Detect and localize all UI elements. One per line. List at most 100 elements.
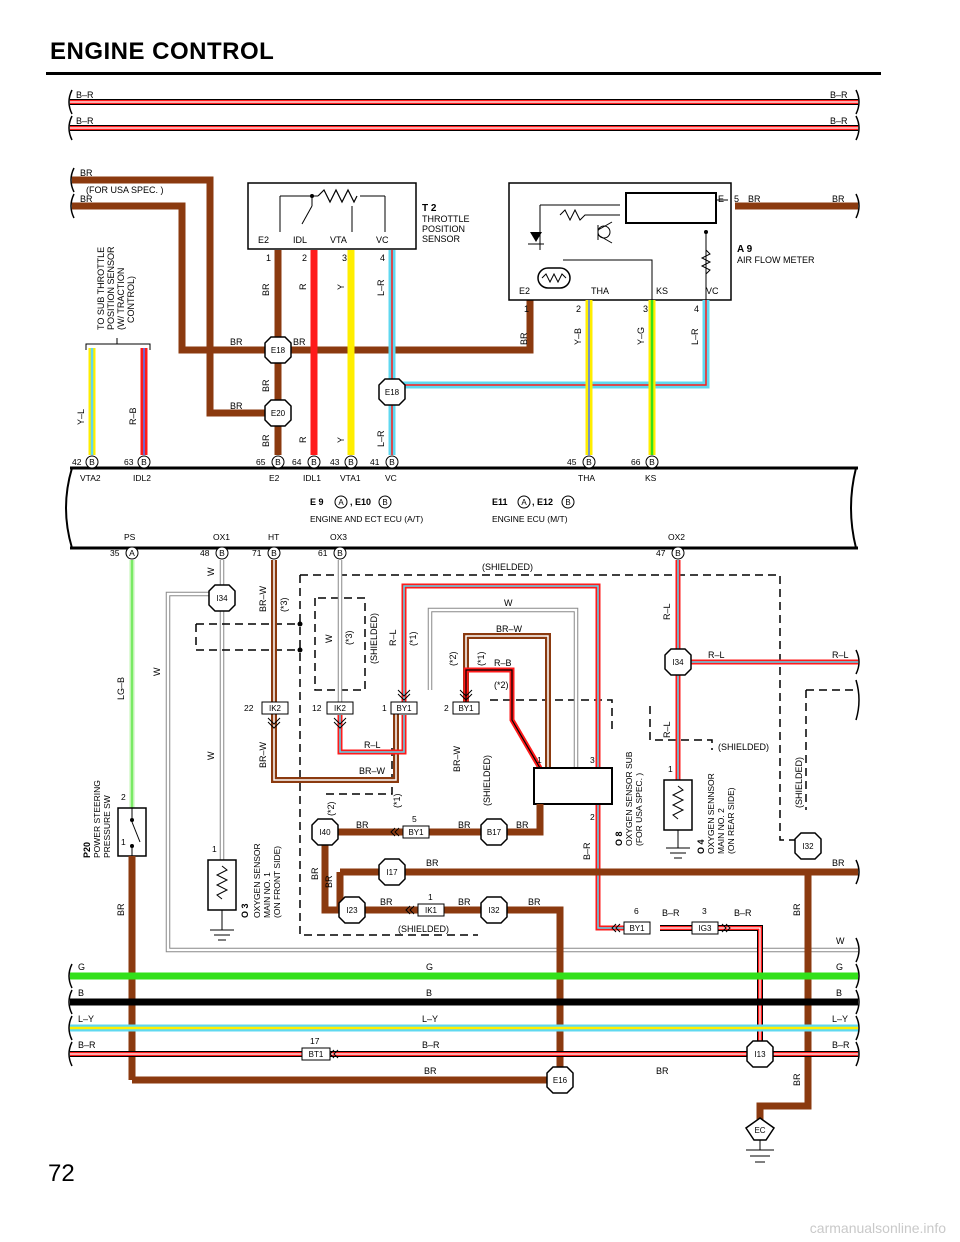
svg-text:B: B bbox=[311, 457, 317, 467]
svg-text:A: A bbox=[338, 498, 344, 507]
wire-label: Y–L bbox=[76, 409, 86, 425]
power-steering-pressure-switch: 2 1 P20 POWER STEERING PRESSURE SW bbox=[82, 780, 147, 858]
svg-text:A: A bbox=[129, 548, 135, 558]
svg-text:OXYGEN SENSOR SUB: OXYGEN SENSOR SUB bbox=[624, 751, 634, 846]
throttle-position-sensor: E2 IDL VTA VC 1 2 3 4 T 2 THROTTLE POSIT… bbox=[247, 182, 470, 263]
svg-text:61: 61 bbox=[318, 548, 328, 558]
pin-label: VC bbox=[376, 235, 389, 245]
svg-text:BT1: BT1 bbox=[309, 1050, 324, 1059]
wire-label: B–R bbox=[830, 116, 848, 126]
pin-num: 1 bbox=[524, 304, 529, 314]
svg-text:5: 5 bbox=[412, 814, 417, 824]
svg-text:E16: E16 bbox=[553, 1076, 568, 1085]
junction-e18: E18 bbox=[264, 336, 292, 364]
wire-label: BR–W bbox=[359, 766, 386, 776]
note-text: (FOR USA SPEC. ) bbox=[86, 185, 164, 195]
svg-text:O 3: O 3 bbox=[240, 903, 250, 918]
svg-text:IK2: IK2 bbox=[334, 704, 347, 713]
svg-text:41: 41 bbox=[370, 457, 380, 467]
wire-label: BR bbox=[230, 401, 243, 411]
connector-bt1: BT1 17 bbox=[301, 1036, 339, 1061]
svg-text:B–R: B–R bbox=[78, 1040, 96, 1050]
note-text: CONTROL) bbox=[126, 276, 136, 323]
svg-text:B: B bbox=[675, 548, 681, 558]
ecu-name: ENGINE ECU (M/T) bbox=[492, 514, 568, 524]
svg-text:1: 1 bbox=[537, 755, 542, 765]
connector-by1-2: BY1 2 bbox=[444, 689, 480, 715]
svg-text:IK1: IK1 bbox=[425, 906, 438, 915]
ground-ec: EC bbox=[744, 1117, 776, 1163]
note-text: POSITION SENSOR bbox=[106, 246, 116, 330]
wire-label: L–R bbox=[376, 279, 386, 296]
svg-text:B: B bbox=[275, 457, 281, 467]
svg-text:B: B bbox=[565, 498, 570, 507]
junction-i32-right: I32 bbox=[794, 832, 822, 860]
svg-text:VC: VC bbox=[385, 473, 397, 483]
wire-label: BR bbox=[528, 897, 541, 907]
wire-label: B–R bbox=[76, 90, 94, 100]
wire-label: BR bbox=[792, 1073, 802, 1086]
svg-text:L–Y: L–Y bbox=[78, 1014, 94, 1024]
oxygen-sensor-main-2: 1 O 4 OXYGEN SENNSOR MAIN NO. 2 (ON REAR… bbox=[663, 764, 736, 859]
svg-text:THA: THA bbox=[578, 473, 595, 483]
svg-text:G: G bbox=[78, 962, 85, 972]
wire-label: BR bbox=[293, 337, 306, 347]
wire-label: R–B bbox=[494, 658, 512, 668]
connector-by1-1: BY1 1 bbox=[382, 689, 418, 715]
wire-label: LG–B bbox=[116, 677, 126, 700]
connector-by1-5: BY1 5 bbox=[390, 814, 430, 839]
svg-text:BY1: BY1 bbox=[458, 704, 474, 713]
svg-text:G: G bbox=[426, 962, 433, 972]
wire-label: BR bbox=[261, 283, 271, 296]
wire-label: R–B bbox=[128, 407, 138, 425]
wire-label: BR bbox=[310, 867, 320, 880]
svg-text:I40: I40 bbox=[319, 828, 331, 837]
component-name: AIR FLOW METER bbox=[737, 255, 815, 265]
svg-text:VTA1: VTA1 bbox=[340, 473, 361, 483]
svg-text:O 4: O 4 bbox=[696, 839, 706, 854]
junction-e18-b: E18 bbox=[378, 378, 406, 406]
component-name: POSITION bbox=[422, 224, 465, 234]
svg-text:42: 42 bbox=[72, 457, 82, 467]
svg-text:OX3: OX3 bbox=[330, 532, 347, 542]
svg-text:BY1: BY1 bbox=[629, 924, 645, 933]
svg-text:L–Y: L–Y bbox=[832, 1014, 848, 1024]
svg-text:(FOR USA SPEC. ): (FOR USA SPEC. ) bbox=[634, 773, 644, 846]
svg-text:1: 1 bbox=[668, 764, 673, 774]
component-code: T 2 bbox=[422, 203, 437, 214]
wire-label: BR bbox=[261, 434, 271, 447]
wire-label: R–L bbox=[708, 650, 725, 660]
wire-label: L–R bbox=[690, 328, 700, 345]
pin-label: E bbox=[718, 194, 724, 204]
svg-text:1: 1 bbox=[212, 844, 217, 854]
svg-text:IDL1: IDL1 bbox=[303, 473, 321, 483]
svg-text:B–R: B–R bbox=[422, 1040, 440, 1050]
junction-b17: B17 bbox=[480, 818, 508, 846]
svg-text:3: 3 bbox=[702, 906, 707, 916]
svg-text:B: B bbox=[337, 548, 343, 558]
page-number: 72 bbox=[48, 1160, 75, 1187]
note-text: (*2) bbox=[326, 801, 336, 816]
wire-label: BR bbox=[80, 194, 93, 204]
wire-label: BR bbox=[116, 903, 126, 916]
wire-label: BR bbox=[324, 875, 334, 888]
junction-i34-right: I34 bbox=[664, 648, 692, 676]
svg-text:G: G bbox=[836, 962, 843, 972]
svg-text:B–R: B–R bbox=[832, 1040, 850, 1050]
junction-i13: I13 bbox=[746, 1040, 774, 1068]
svg-text:B: B bbox=[78, 988, 84, 998]
pin-num: 3 bbox=[643, 304, 648, 314]
svg-text:, E10: , E10 bbox=[350, 497, 371, 507]
svg-text:I32: I32 bbox=[488, 906, 500, 915]
svg-text:OX1: OX1 bbox=[213, 532, 230, 542]
note-text: TO SUB THROTTLE bbox=[96, 247, 106, 330]
svg-text:B: B bbox=[89, 457, 95, 467]
title-rule bbox=[46, 72, 881, 75]
svg-text:B: B bbox=[426, 988, 432, 998]
wire-label: W bbox=[206, 567, 216, 576]
svg-text:IK2: IK2 bbox=[269, 704, 282, 713]
junction-e16: E16 bbox=[546, 1066, 574, 1094]
ecu-name: ENGINE AND ECT ECU (A/T) bbox=[310, 514, 423, 524]
